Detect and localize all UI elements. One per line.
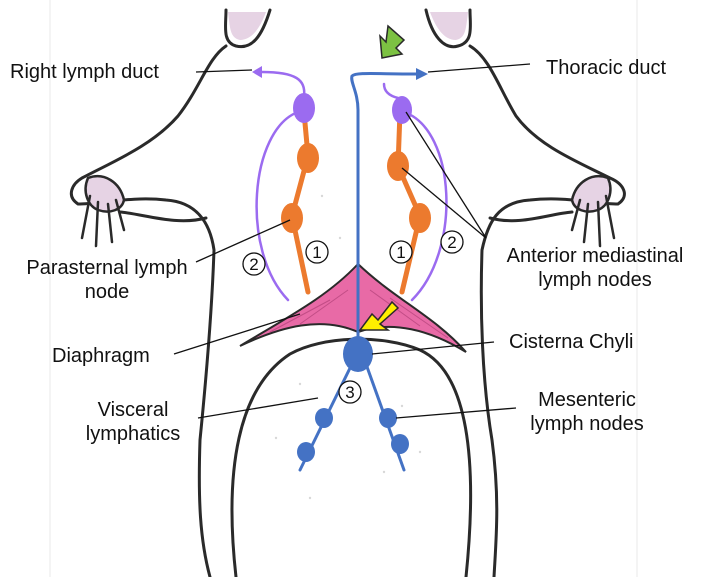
label-anterior-line2: lymph nodes (490, 268, 700, 292)
svg-text:1: 1 (312, 243, 321, 262)
purple-lymphatics (257, 72, 447, 300)
anterior-to-thoracic-vessel (384, 84, 398, 98)
right-lymph-duct-node (293, 93, 315, 123)
green-arrow (380, 26, 404, 58)
label-visceral-line1: Visceral (66, 398, 200, 422)
right-orange-chain (398, 112, 420, 292)
label-parasternal-lymph-node: Parasternal lymph node (14, 256, 200, 304)
svg-text:3: 3 (345, 383, 354, 402)
anterior-mediastinal-node-top (392, 96, 412, 124)
left-parasternal-node-lower (281, 203, 303, 233)
left-paw (82, 176, 124, 246)
label-thoracic-duct: Thoracic duct (546, 56, 666, 80)
leader-visceral (198, 398, 318, 418)
label-mesenteric-line2: lymph nodes (512, 412, 662, 436)
leader-parasternal (196, 220, 290, 262)
left-body-contour (71, 46, 226, 577)
left-orange-chain (292, 112, 308, 292)
route-marker-2-right: 2 (441, 231, 463, 253)
leader-cisterna-chyli (372, 342, 494, 354)
right-body-contour (470, 46, 624, 577)
label-right-lymph-duct: Right lymph duct (10, 60, 159, 84)
left-parasternal-node-upper (297, 143, 319, 173)
svg-text:1: 1 (396, 243, 405, 262)
left-armpit (120, 212, 206, 221)
mesenteric-node-right-lower (391, 434, 409, 454)
route-marker-1-left: 1 (306, 241, 328, 263)
route-marker-1-right: 1 (390, 241, 412, 263)
label-parasternal-line1: Parasternal lymph (14, 256, 200, 280)
cisterna-chyli-node (343, 336, 373, 372)
label-diaphragm: Diaphragm (52, 344, 150, 368)
label-anterior-line1: Anterior mediastinal (490, 244, 700, 268)
label-mesenteric-line1: Mesenteric (512, 388, 662, 412)
mesenteric-node-left-lower (297, 442, 315, 462)
right-parasternal-node-lower (409, 203, 431, 233)
svg-text:2: 2 (447, 233, 456, 252)
thoracic-duct-arrowhead (416, 68, 428, 80)
right-lymph-duct-vessel (262, 72, 304, 96)
route-marker-2-left: 2 (243, 253, 265, 275)
label-anterior-mediastinal: Anterior mediastinal lymph nodes (490, 244, 700, 292)
label-cisterna-chyli: Cisterna Chyli (509, 330, 633, 354)
belly-contour (232, 339, 471, 577)
right-lymph-duct-arrowhead (252, 66, 262, 78)
route-marker-3: 3 (339, 381, 361, 403)
label-visceral-lymphatics: Visceral lymphatics (66, 398, 200, 446)
label-mesenteric-lymph-nodes: Mesenteric lymph nodes (512, 388, 662, 436)
leader-thoracic-duct (428, 64, 530, 72)
right-armpit (490, 212, 572, 221)
label-parasternal-line2: node (14, 280, 200, 304)
svg-text:2: 2 (249, 255, 258, 274)
mesenteric-node-left-upper (315, 408, 333, 428)
right-parasternal-node-upper (387, 151, 409, 181)
leader-mesenteric (396, 408, 516, 418)
leader-diaphragm (174, 314, 300, 354)
right-paw (572, 176, 614, 246)
label-visceral-line2: lymphatics (66, 422, 200, 446)
mesenteric-node-right-upper (379, 408, 397, 428)
